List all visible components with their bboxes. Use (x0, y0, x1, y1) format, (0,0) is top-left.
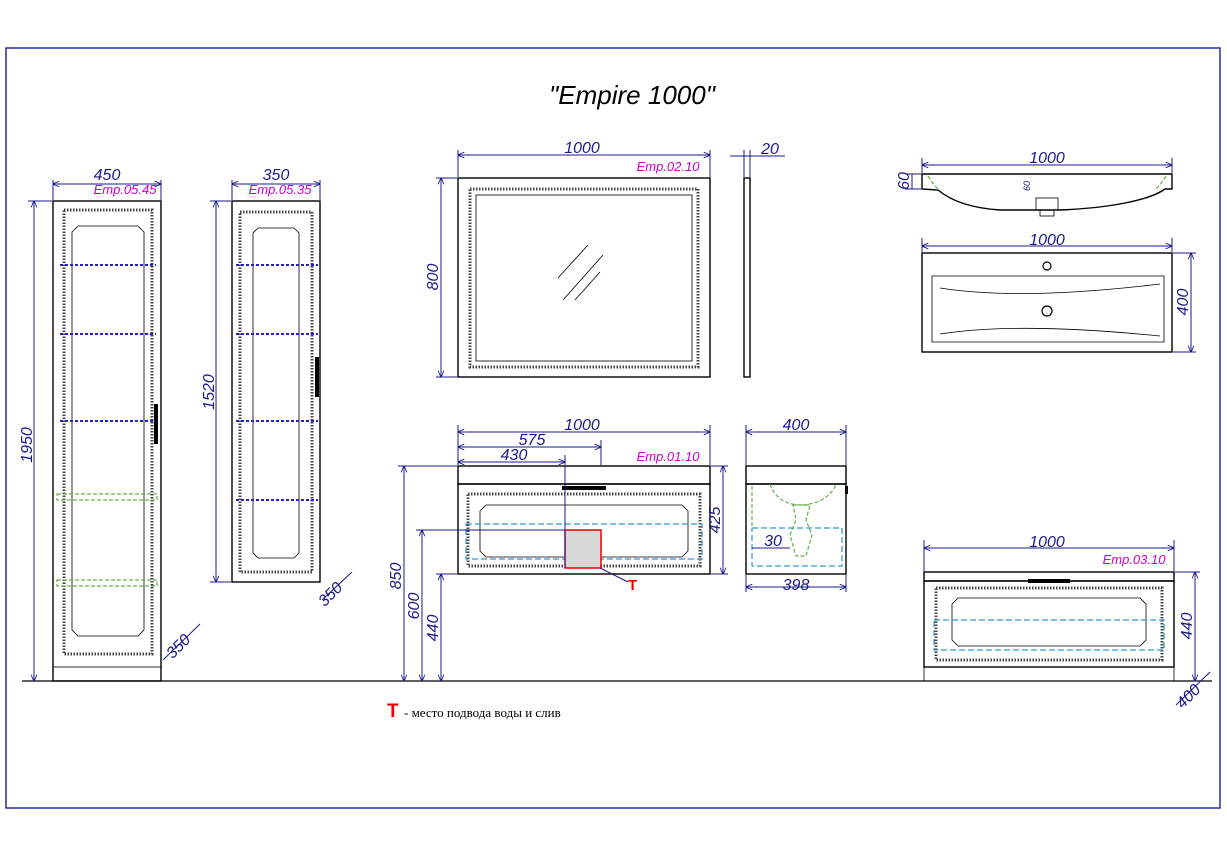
vanity-code: Emp.01.10 (637, 449, 701, 464)
vanity-height: 425 (707, 507, 724, 534)
basin-top: 1000 400 (921, 232, 1196, 353)
basin-side-height: 60 (896, 172, 913, 190)
legend: T - место подвода воды и слив (387, 701, 561, 722)
low-unit-width: 1000 (1029, 534, 1065, 551)
vanity-side-gap: 30 (764, 533, 782, 550)
vanity-t-marker: T (628, 577, 637, 594)
legend-t-marker: T (387, 701, 399, 722)
mid-cabinet-depth: 350 (315, 579, 346, 610)
low-unit: 1000 Emp.03.10 440 400 (923, 534, 1211, 712)
mirror-thickness: 20 (760, 141, 779, 158)
legend-text: - место подвода воды и слив (404, 705, 561, 720)
tall-cabinet-handle (154, 404, 158, 444)
tall-cabinet: 450 Emp.05.45 1950 350 (19, 167, 201, 682)
tap-hole (1042, 261, 1052, 271)
tall-cabinet-width: 450 (94, 167, 121, 184)
tall-cabinet-height: 1950 (19, 427, 36, 463)
low-unit-depth: 400 (1173, 681, 1204, 712)
vanity-side: 400 398 30 (745, 417, 848, 594)
basin-inner-dim: 60 (1022, 181, 1032, 191)
basin-side-width: 1000 (1029, 150, 1065, 167)
vanity-h600: 600 (406, 593, 423, 620)
drain-hole (1041, 305, 1053, 317)
vanity-h440: 440 (425, 615, 442, 642)
low-unit-code: Emp.03.10 (1103, 552, 1167, 567)
drawing-frame (5, 47, 1221, 809)
low-unit-handle (1028, 579, 1070, 583)
vanity-offset-430: 430 (501, 447, 528, 464)
vanity-h850: 850 (388, 563, 405, 590)
vanity-handle (562, 486, 606, 490)
mirror-width: 1000 (564, 140, 600, 157)
mid-cabinet-width: 350 (263, 167, 290, 184)
tall-cabinet-depth: 350 (163, 631, 194, 662)
plumbing-zone (564, 529, 602, 569)
basin-top-depth: 400 (1175, 289, 1192, 316)
mid-cabinet-code: Emp.05.35 (249, 182, 313, 197)
vanity-side-inner: 398 (783, 577, 810, 594)
vanity-front: T 1000 575 430 Emp.01.10 425 850 600 440 (388, 417, 728, 681)
basin-top-width: 1000 (1029, 232, 1065, 249)
mid-cabinet: 350 Emp.05.35 1520 350 (201, 167, 353, 610)
vanity-side-width: 400 (783, 417, 810, 434)
drawing-title: "Empire 1000" (549, 80, 717, 110)
vanity-offset-575: 575 (519, 432, 546, 449)
mid-cabinet-height: 1520 (201, 374, 218, 410)
tall-cabinet-code: Emp.05.45 (94, 182, 158, 197)
mirror: 1000 Emp.02.10 800 20 (425, 140, 785, 378)
mirror-height: 800 (425, 264, 442, 291)
mirror-code: Emp.02.10 (637, 159, 701, 174)
low-unit-height: 440 (1179, 613, 1196, 640)
basin-side: 60 1000 60 (896, 150, 1173, 217)
vanity-width: 1000 (564, 417, 600, 434)
mid-cabinet-handle (315, 357, 319, 397)
